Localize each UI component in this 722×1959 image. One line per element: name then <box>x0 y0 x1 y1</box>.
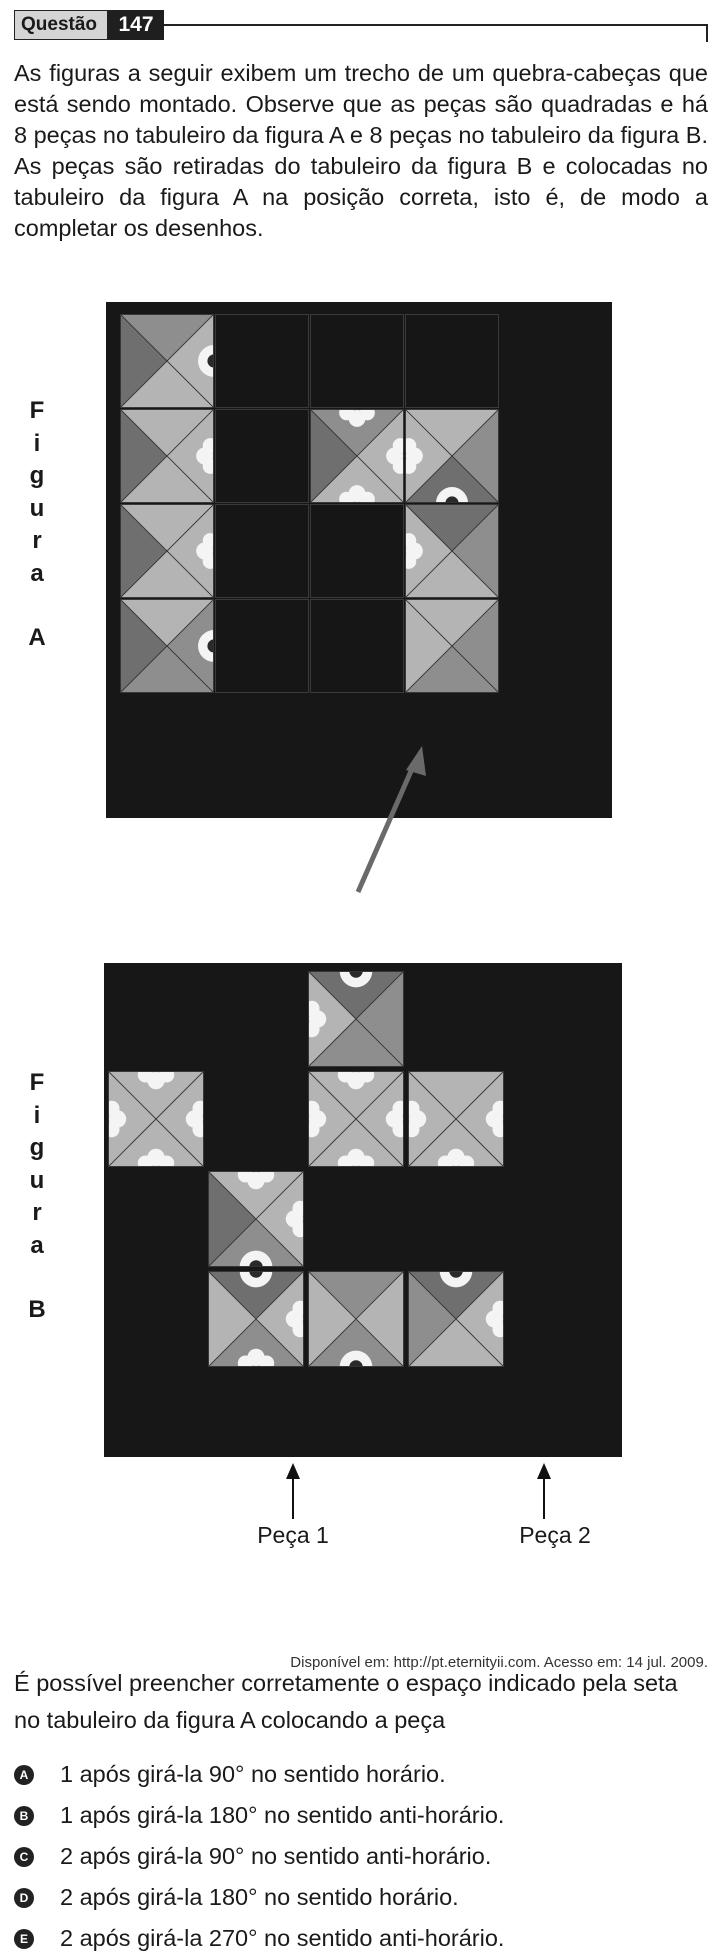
pointer-arrow <box>355 746 426 894</box>
figure-a-board <box>106 302 612 818</box>
option-b[interactable]: B 1 após girá-la 180° no sentido anti-ho… <box>14 1795 708 1836</box>
option-letter-badge: E <box>14 1929 34 1949</box>
option-d[interactable]: D 2 após girá-la 180° no sentido horário… <box>14 1877 708 1918</box>
puzzle-piece <box>308 1071 404 1167</box>
figure-b-label: F i g u r a B <box>28 1069 46 1323</box>
peca-2-label: Peça 2 <box>519 1522 591 1548</box>
empty-slot <box>215 314 309 408</box>
question-statement: As figuras a seguir exibem um trecho de … <box>14 60 708 241</box>
empty-slot <box>310 314 404 408</box>
option-letter-badge: D <box>14 1888 34 1908</box>
puzzle-piece <box>308 1271 404 1367</box>
puzzle-piece <box>405 504 499 598</box>
answer-options: A 1 após girá-la 90° no sentido horário.… <box>14 1754 708 1959</box>
option-letter-badge: C <box>14 1847 34 1867</box>
option-letter-badge: A <box>14 1765 34 1785</box>
empty-slot <box>215 504 309 598</box>
question-header: Questão 147 <box>14 10 708 42</box>
puzzle-piece <box>310 409 404 503</box>
empty-slot <box>405 314 499 408</box>
puzzle-piece <box>208 1171 304 1267</box>
peca-1-arrow <box>286 1463 300 1519</box>
peca-2-piece <box>408 1271 504 1367</box>
option-text: 2 após girá-la 90° no sentido anti-horár… <box>60 1843 492 1869</box>
puzzle-piece <box>120 314 214 408</box>
option-text: 2 após girá-la 180° no sentido horário. <box>60 1884 459 1910</box>
option-text: 1 após girá-la 180° no sentido anti-horá… <box>60 1802 505 1828</box>
puzzle-piece <box>108 1071 204 1167</box>
puzzle-piece <box>408 1071 504 1167</box>
source-citation: Disponível em: http://pt.eternityii.com.… <box>290 1654 708 1671</box>
figure-a-label: F i g u r a A <box>28 397 46 651</box>
puzzle-piece <box>120 409 214 503</box>
peca-1-label: Peça 1 <box>257 1522 329 1548</box>
figure-b-board <box>104 963 622 1457</box>
question-label: Questão <box>14 10 108 40</box>
puzzle-piece <box>405 409 499 503</box>
empty-slot <box>215 409 309 503</box>
option-text: 1 após girá-la 90° no sentido horário. <box>60 1761 446 1787</box>
option-letter-badge: B <box>14 1806 34 1826</box>
target-empty-slot <box>310 599 404 693</box>
peca-2-arrow <box>537 1463 551 1519</box>
option-c[interactable]: C 2 após girá-la 90° no sentido anti-hor… <box>14 1836 708 1877</box>
option-a[interactable]: A 1 após girá-la 90° no sentido horário. <box>14 1754 708 1795</box>
header-rule-end <box>706 24 708 42</box>
question-prompt: É possível preencher corretamente o espa… <box>14 1670 678 1733</box>
puzzle-piece <box>120 504 214 598</box>
question-number: 147 <box>108 10 164 40</box>
option-e[interactable]: E 2 após girá-la 270° no sentido anti-ho… <box>14 1918 708 1959</box>
puzzle-piece <box>120 599 214 693</box>
empty-slot <box>215 599 309 693</box>
header-rule <box>164 24 708 26</box>
option-text: 2 após girá-la 270° no sentido anti-horá… <box>60 1925 505 1951</box>
empty-slot <box>310 504 404 598</box>
puzzle-piece <box>308 971 404 1067</box>
peca-1-piece <box>208 1271 304 1367</box>
puzzle-piece <box>405 599 499 693</box>
